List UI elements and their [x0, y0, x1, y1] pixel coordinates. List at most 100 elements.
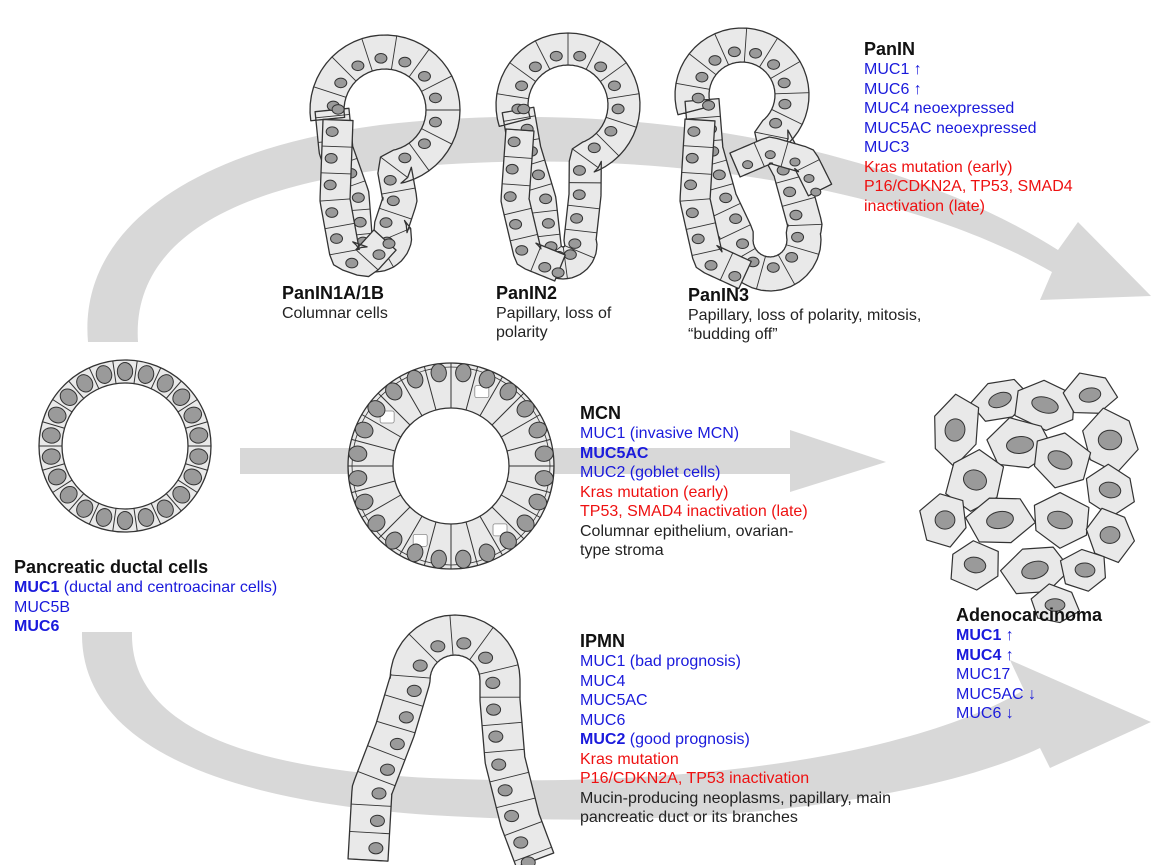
marker-line: Kras mutation (early)	[580, 483, 808, 503]
cell-nucleus	[612, 104, 624, 114]
cell-nucleus	[571, 214, 583, 224]
marker-line: MUC1 (bad prognosis)	[580, 652, 891, 672]
cell-nucleus	[354, 217, 366, 227]
cell-nucleus	[730, 214, 742, 224]
cell-nucleus	[713, 170, 725, 180]
cell-nucleus	[728, 47, 740, 57]
cell-nucleus	[539, 262, 551, 272]
marker-line: inactivation (late)	[864, 197, 1073, 217]
panin1-title: PanIN1A/1B	[282, 282, 388, 304]
ipmn-papillary-structure	[348, 615, 554, 865]
panin2-desc-line: polarity	[496, 323, 611, 342]
cell-nucleus	[514, 837, 528, 848]
cell-nucleus	[532, 170, 544, 180]
cell-nucleus	[767, 263, 779, 273]
panin3-desc-line: Papillary, loss of polarity, mitosis,	[688, 306, 921, 325]
ductal-muc1-rest: (ductal and centroacinar cells)	[59, 579, 277, 596]
cell-nucleus	[540, 194, 552, 204]
cell-nucleus	[380, 764, 394, 775]
marker-line: MUC6 ↓	[956, 704, 1102, 724]
cell-nucleus	[332, 105, 344, 115]
marker-line: TP53, SMAD4 inactivation (late)	[580, 502, 808, 522]
cell-nucleus	[418, 72, 430, 82]
marker-line: MUC17	[956, 665, 1102, 685]
marker-line: Kras mutation	[580, 750, 891, 770]
ductal-info: Pancreatic ductal cells MUC1 (ductal and…	[14, 556, 277, 637]
cell-nucleus	[552, 268, 564, 278]
cell-nucleus	[508, 137, 520, 147]
marker-line: Columnar epithelium, ovarian-	[580, 522, 808, 542]
cell-nucleus	[770, 118, 782, 128]
marker-line: MUC4	[580, 672, 891, 692]
ring-lumen	[393, 408, 509, 524]
mcn-cyst-ring	[348, 363, 554, 569]
cell-nucleus	[505, 810, 519, 821]
cell-nucleus	[696, 72, 708, 82]
mcn-marker-list: MUC1 (invasive MCN)MUC5ACMUC2 (goblet ce…	[580, 424, 808, 561]
cell-nucleus	[588, 143, 600, 153]
cell-nucleus	[569, 239, 581, 249]
cell-nucleus	[792, 232, 804, 242]
cell-nucleus	[407, 685, 421, 696]
cell-nucleus	[418, 139, 430, 149]
cell-nucleus	[516, 81, 528, 91]
cell-nucleus	[550, 51, 562, 61]
cell-nucleus	[431, 641, 445, 652]
cell-nucleus	[383, 239, 395, 249]
marker-line: MUC1 ↑	[956, 626, 1102, 646]
cell-nucleus	[768, 60, 780, 70]
cell-nucleus	[390, 738, 404, 749]
cell-nucleus	[743, 161, 753, 169]
cell-nucleus	[375, 53, 387, 63]
cell-nucleus	[786, 253, 798, 263]
cell-nucleus	[574, 51, 586, 61]
adeno-info: Adenocarcinoma MUC1 ↑MUC4 ↑MUC17MUC5AC ↓…	[956, 604, 1102, 724]
marker-line: MUC3	[864, 138, 1073, 158]
cell-nucleus	[370, 815, 384, 826]
ipmn-marker-list-2: Kras mutationP16/CDKN2A, TP53 inactivati…	[580, 750, 891, 828]
marker-line: MUC6	[580, 711, 891, 731]
cell-nucleus	[518, 104, 530, 114]
cell-nucleus	[595, 62, 607, 72]
cell-nucleus	[372, 788, 386, 799]
cell-nucleus	[506, 164, 518, 174]
cell-nucleus	[790, 210, 802, 220]
cell-nucleus	[573, 166, 585, 176]
marker-line: MUC4 neoexpressed	[864, 99, 1073, 119]
cell-nucleus	[504, 192, 516, 202]
cell-nucleus	[790, 158, 800, 166]
cell-nucleus	[479, 652, 493, 663]
cell-nucleus	[117, 512, 132, 530]
cell-nucleus	[692, 93, 704, 103]
cell-nucleus	[326, 208, 338, 218]
marker-line: P16/CDKN2A, TP53 inactivation	[580, 769, 891, 789]
panin3-caption: PanIN3 Papillary, loss of polarity, mito…	[688, 284, 921, 344]
cell-nucleus	[457, 638, 471, 649]
cell-nucleus	[492, 759, 506, 770]
cell-nucleus	[352, 193, 364, 203]
cell-nucleus	[487, 704, 501, 715]
ipmn-muc2-rest: (good prognosis)	[625, 731, 750, 748]
cell-nucleus	[608, 81, 620, 91]
marker-line: MUC2 (goblet cells)	[580, 463, 808, 483]
marker-line: Kras mutation (early)	[864, 158, 1073, 178]
marker-line: MUC5AC ↓	[956, 685, 1102, 705]
ipmn-muc2-bold: MUC2	[580, 731, 625, 748]
cell-nucleus	[564, 250, 576, 260]
ipmn-muc2-line: MUC2 (good prognosis)	[580, 730, 891, 750]
panin-marker-list: MUC1 ↑MUC6 ↑MUC4 neoexpressedMUC5AC neoe…	[864, 60, 1073, 216]
panin1-desc-line: Columnar cells	[282, 304, 388, 323]
ductal-marker-list: MUC5BMUC6	[14, 598, 277, 637]
cell-nucleus	[804, 174, 814, 182]
cell-nucleus	[413, 660, 427, 671]
cell-nucleus	[380, 218, 392, 228]
cell-nucleus	[429, 117, 441, 127]
marker-line: P16/CDKN2A, TP53, SMAD4	[864, 177, 1073, 197]
cell-nucleus	[720, 193, 732, 203]
panin2-caption: PanIN2 Papillary, loss of polarity	[496, 282, 611, 342]
ductal-title: Pancreatic ductal cells	[14, 556, 277, 578]
panin3-title: PanIN3	[688, 284, 921, 306]
cell-nucleus	[325, 154, 337, 164]
